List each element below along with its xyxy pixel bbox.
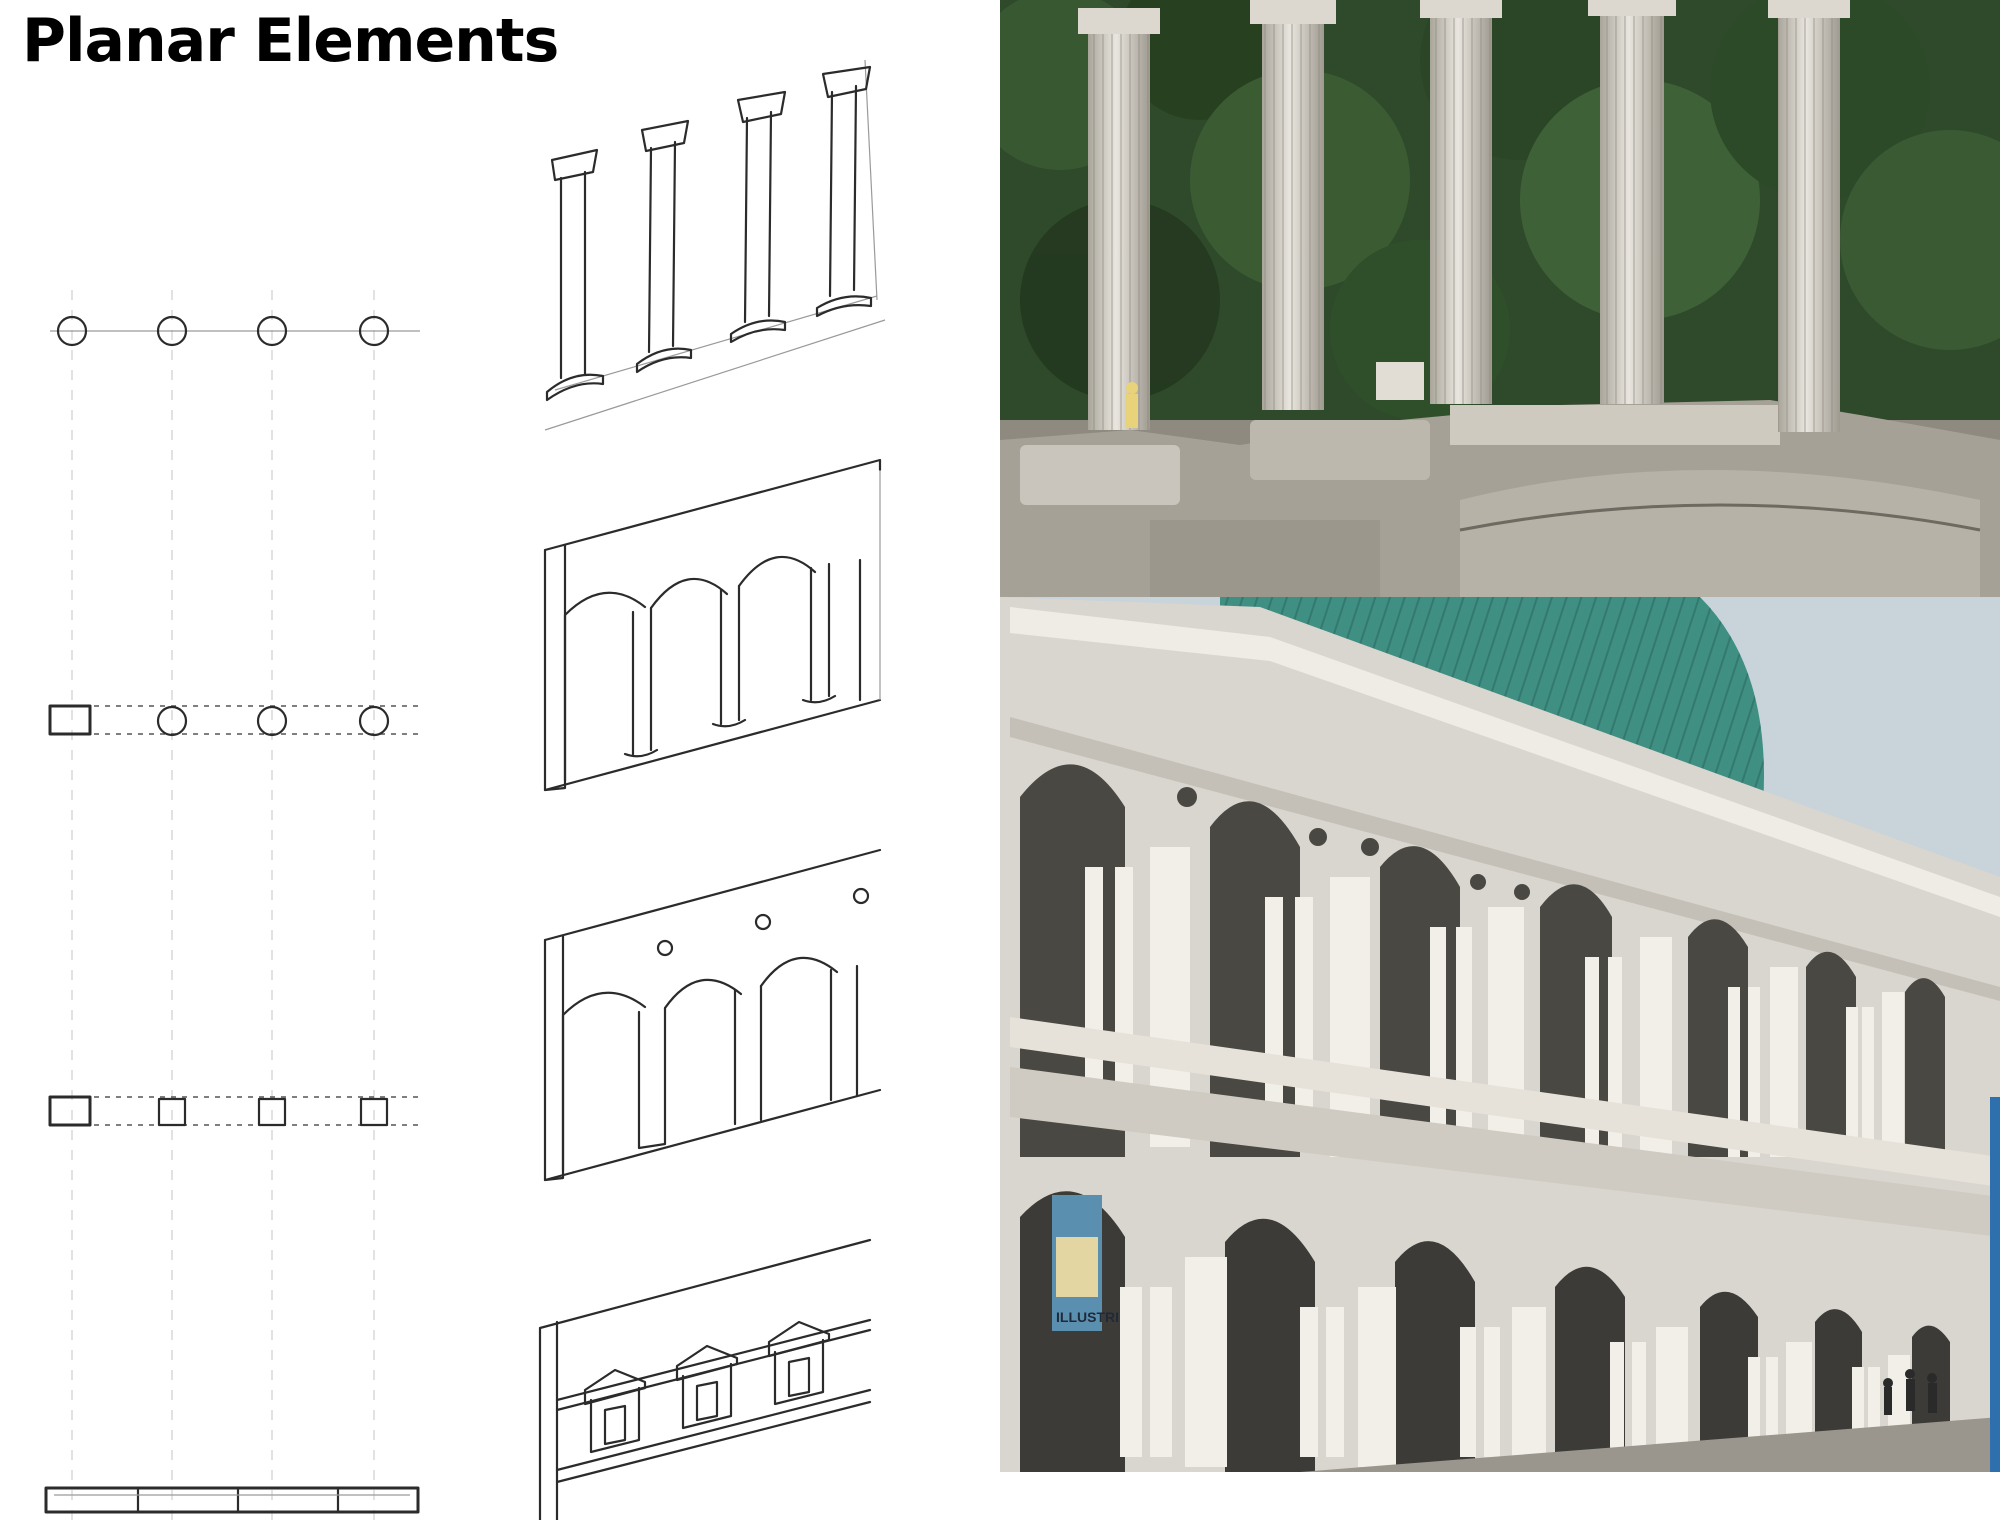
sketch-arcade-columns <box>543 458 882 792</box>
foliage-background <box>1000 0 2000 420</box>
sketch-arcade-piers <box>543 848 882 1182</box>
pedestrians <box>1883 1369 1937 1415</box>
plan-arcade-piers <box>48 1095 420 1127</box>
sketch-wall-windows <box>538 1238 872 1520</box>
plan-columns <box>50 315 420 347</box>
temple-ruin-photo <box>1000 0 2000 597</box>
sketch-columns <box>544 60 886 431</box>
page-title: Planar Elements <box>22 6 559 76</box>
perspective-sketches <box>538 60 886 1520</box>
basilica-banner: ILLUSTRI <box>1052 1195 1119 1331</box>
basilica-photo: ILLUSTRI <box>1000 597 2000 1472</box>
plan-arcade-columns <box>48 704 420 737</box>
plan-grid-lines <box>71 290 375 1520</box>
temple-columns <box>1078 0 1850 432</box>
banner-text: ILLUSTRI <box>1056 1309 1119 1325</box>
plan-continuous-wall <box>44 1486 420 1514</box>
plan-diagrams <box>44 290 420 1520</box>
